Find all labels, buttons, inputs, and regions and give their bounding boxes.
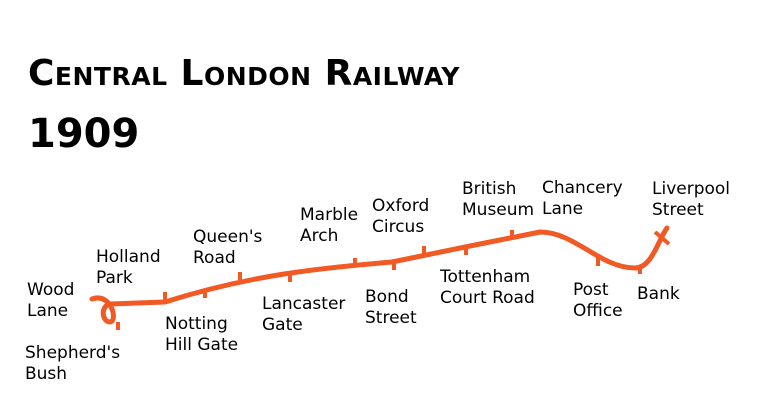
station-label-line: Lane: [542, 199, 583, 219]
station-label-bank: Bank: [637, 284, 680, 304]
station-label-line: Wood: [27, 280, 74, 300]
station-label-line: Holland: [96, 247, 161, 267]
route-path: [89, 225, 670, 325]
station-label-line: Marble: [300, 205, 358, 225]
station-label-line: Post: [573, 280, 609, 300]
station-label-line: Oxford: [372, 196, 429, 216]
station-label-line: Museum: [462, 200, 534, 220]
station-label-line: Park: [96, 268, 133, 288]
railway-line: [89, 225, 670, 325]
map-year: 1909: [28, 111, 140, 157]
station-label-line: Tottenham: [439, 267, 530, 287]
station-label-line: Liverpool: [652, 179, 730, 199]
station-label-line: Street: [652, 200, 704, 220]
station-label-line: Lane: [27, 301, 68, 321]
station-label-line: British: [462, 179, 516, 199]
station-label-line: Hill Gate: [165, 335, 238, 355]
station-label-line: Bond: [365, 287, 409, 307]
station-tick-liverpool-street: [653, 230, 671, 246]
station-label-line: Street: [365, 308, 417, 328]
station-label-line: Notting: [165, 314, 228, 334]
station-label-line: Office: [573, 301, 623, 321]
station-label-line: Court Road: [440, 288, 535, 308]
station-label-line: Bush: [25, 364, 67, 384]
station-label-line: Gate: [262, 315, 303, 335]
station-label-line: Circus: [372, 217, 424, 237]
station-label-line: Shepherd's: [25, 343, 120, 363]
station-ticks: [116, 230, 671, 330]
station-label-line: Bank: [637, 284, 680, 304]
station-label-line: Road: [193, 248, 236, 268]
map-title: Central London Railway: [28, 53, 460, 94]
station-label-line: Lancaster: [262, 294, 345, 314]
station-label-line: Chancery: [542, 178, 623, 198]
station-label-line: Queen's: [193, 227, 263, 247]
station-label-line: Arch: [300, 226, 338, 246]
